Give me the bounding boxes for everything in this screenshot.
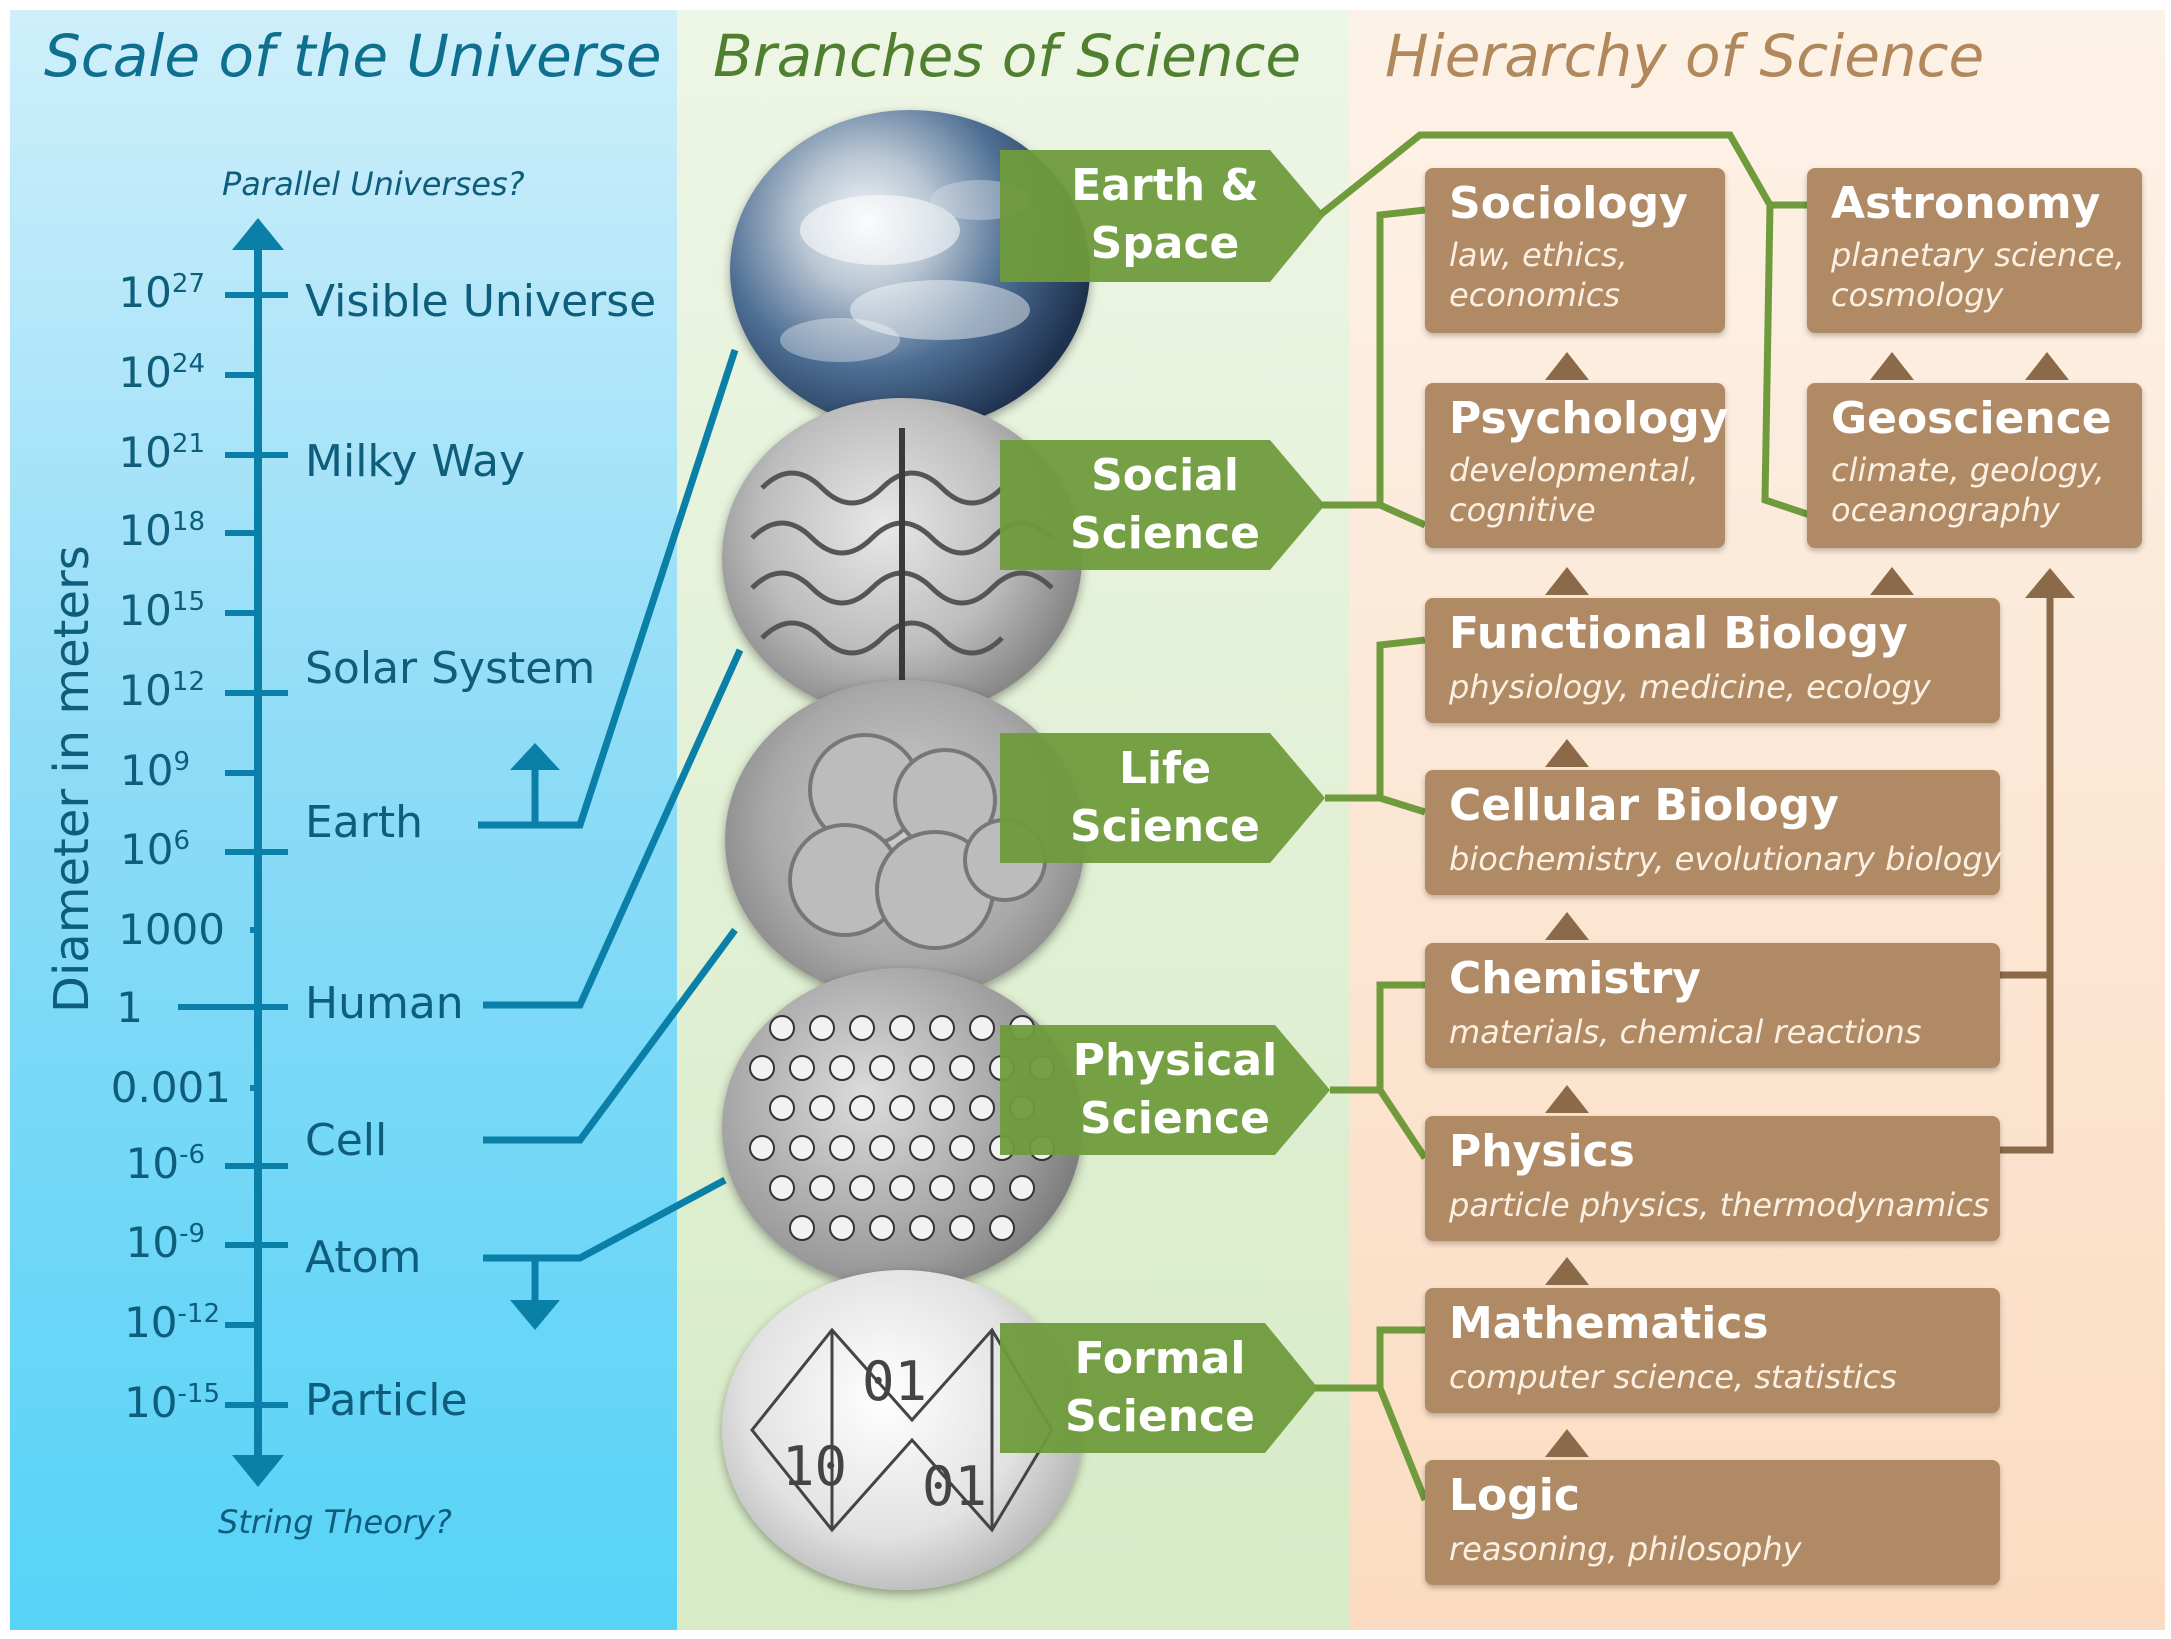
tick-label: 1018 bbox=[118, 506, 205, 555]
box-sociology: Sociology law, ethics, economics bbox=[1425, 168, 1725, 333]
box-subtitle: reasoning, philosophy bbox=[1449, 1530, 1802, 1568]
box-title: Chemistry bbox=[1449, 953, 1701, 1004]
tick-label: 1021 bbox=[118, 428, 205, 477]
arrow-up-icon bbox=[1545, 1429, 1589, 1457]
box-subtitle: particle physics, thermodynamics bbox=[1449, 1186, 1990, 1224]
svg-text:01: 01 bbox=[922, 1455, 987, 1518]
box-astronomy: Astronomy planetary science, cosmology bbox=[1807, 168, 2142, 333]
arrow-up-icon bbox=[1545, 1257, 1589, 1285]
box-title: Mathematics bbox=[1449, 1298, 1769, 1349]
box-cellular-biology: Cellular Biology biochemistry, evolution… bbox=[1425, 770, 2002, 895]
box-subtitle: materials, chemical reactions bbox=[1449, 1013, 1922, 1051]
box-functional-biology: Functional Biology physiology, medicine,… bbox=[1425, 598, 2000, 723]
box-title: Psychology bbox=[1449, 393, 1729, 444]
box-title: Sociology bbox=[1449, 178, 1688, 229]
scale-object-label: Atom bbox=[305, 1232, 422, 1283]
scale-object-label: Milky Way bbox=[305, 436, 526, 487]
box-physics: Physics particle physics, thermodynamics bbox=[1425, 1116, 2000, 1241]
arrow-up-icon bbox=[1545, 352, 1589, 380]
scale-object-label: Cell bbox=[305, 1115, 388, 1166]
axis-bottom-arrow bbox=[232, 1455, 284, 1487]
hierarchy-title: Hierarchy of Science bbox=[1385, 22, 1985, 90]
branch-label-earth-space: Earth &Space bbox=[1071, 160, 1259, 269]
branch-arrow-shape bbox=[1000, 733, 1325, 863]
branch-arrow-shape bbox=[1000, 1323, 1318, 1453]
tick-label: 10-9 bbox=[125, 1218, 205, 1267]
branch-arrow-shape bbox=[1000, 440, 1325, 570]
box-subtitle: physiology, medicine, ecology bbox=[1449, 668, 1931, 706]
branch-arrow-shape bbox=[1000, 1025, 1330, 1155]
scale-title: Scale of the Universe bbox=[44, 22, 662, 90]
tick-label: 1012 bbox=[118, 666, 205, 715]
box-psychology: Psychology developmental, cognitive bbox=[1425, 383, 1729, 548]
arrow-up-icon bbox=[2025, 352, 2069, 380]
box-subtitle: cosmology bbox=[1831, 276, 2004, 314]
box-subtitle: developmental, bbox=[1449, 451, 1699, 489]
arrow-up-icon bbox=[1545, 739, 1589, 767]
box-title: Astronomy bbox=[1831, 178, 2101, 229]
axis-top-arrow bbox=[232, 218, 284, 250]
scale-object-label: Solar System bbox=[305, 643, 596, 694]
box-subtitle: cognitive bbox=[1449, 491, 1596, 529]
scale-object-label: Earth bbox=[305, 797, 423, 848]
box-subtitle: economics bbox=[1449, 276, 1621, 314]
box-title: Physics bbox=[1449, 1126, 1635, 1177]
tick-label: 10-6 bbox=[125, 1139, 205, 1188]
scale-bottom-note: String Theory? bbox=[218, 1503, 452, 1541]
svg-text:10: 10 bbox=[782, 1435, 847, 1498]
svg-text:01: 01 bbox=[862, 1350, 927, 1413]
arrow-up-icon bbox=[1545, 1085, 1589, 1113]
scale-top-note: Parallel Universes? bbox=[222, 165, 525, 203]
tick-label: 1015 bbox=[118, 586, 205, 635]
box-subtitle: climate, geology, bbox=[1831, 451, 2105, 489]
tick-label: 109 bbox=[120, 746, 190, 795]
arrow-up-icon bbox=[1870, 567, 1914, 595]
arrow-up-icon bbox=[1545, 567, 1589, 595]
box-title: Logic bbox=[1449, 1470, 1580, 1521]
arrow-up-icon bbox=[2025, 568, 2075, 598]
box-mathematics: Mathematics computer science, statistics bbox=[1425, 1288, 2000, 1413]
tick-label: 1 bbox=[116, 983, 143, 1032]
branches-title: Branches of Science bbox=[713, 22, 1302, 90]
box-subtitle: planetary science, bbox=[1831, 236, 2125, 274]
box-subtitle: computer science, statistics bbox=[1449, 1358, 1897, 1396]
tick-label: 10-12 bbox=[124, 1298, 220, 1347]
tick-label: 1027 bbox=[118, 268, 205, 317]
tick-label: 0.001 bbox=[110, 1063, 231, 1112]
tick-label: 10-15 bbox=[124, 1378, 220, 1427]
scale-object-label: Human bbox=[305, 978, 464, 1029]
scale-object-label: Visible Universe bbox=[305, 276, 657, 327]
box-logic: Logic reasoning, philosophy bbox=[1425, 1460, 2000, 1585]
branch-arrow-shape bbox=[1000, 150, 1325, 282]
tick-label: 106 bbox=[120, 825, 190, 874]
tick-label: 1024 bbox=[118, 348, 205, 397]
arrow-up-icon bbox=[1870, 352, 1914, 380]
box-title: Cellular Biology bbox=[1449, 780, 1839, 831]
box-geoscience: Geoscience climate, geology, oceanograph… bbox=[1807, 383, 2142, 548]
arrow-up-icon bbox=[1545, 912, 1589, 940]
tick-label: 1000 bbox=[118, 905, 225, 954]
box-subtitle: biochemistry, evolutionary biology bbox=[1449, 840, 2002, 878]
box-chemistry: Chemistry materials, chemical reactions bbox=[1425, 943, 2000, 1068]
scale-panel bbox=[10, 10, 677, 1630]
box-title: Functional Biology bbox=[1449, 608, 1908, 659]
box-subtitle: law, ethics, bbox=[1449, 236, 1628, 274]
box-title: Geoscience bbox=[1831, 393, 2112, 444]
box-subtitle: oceanography bbox=[1831, 491, 2060, 529]
scale-object-label: Particle bbox=[305, 1375, 468, 1426]
